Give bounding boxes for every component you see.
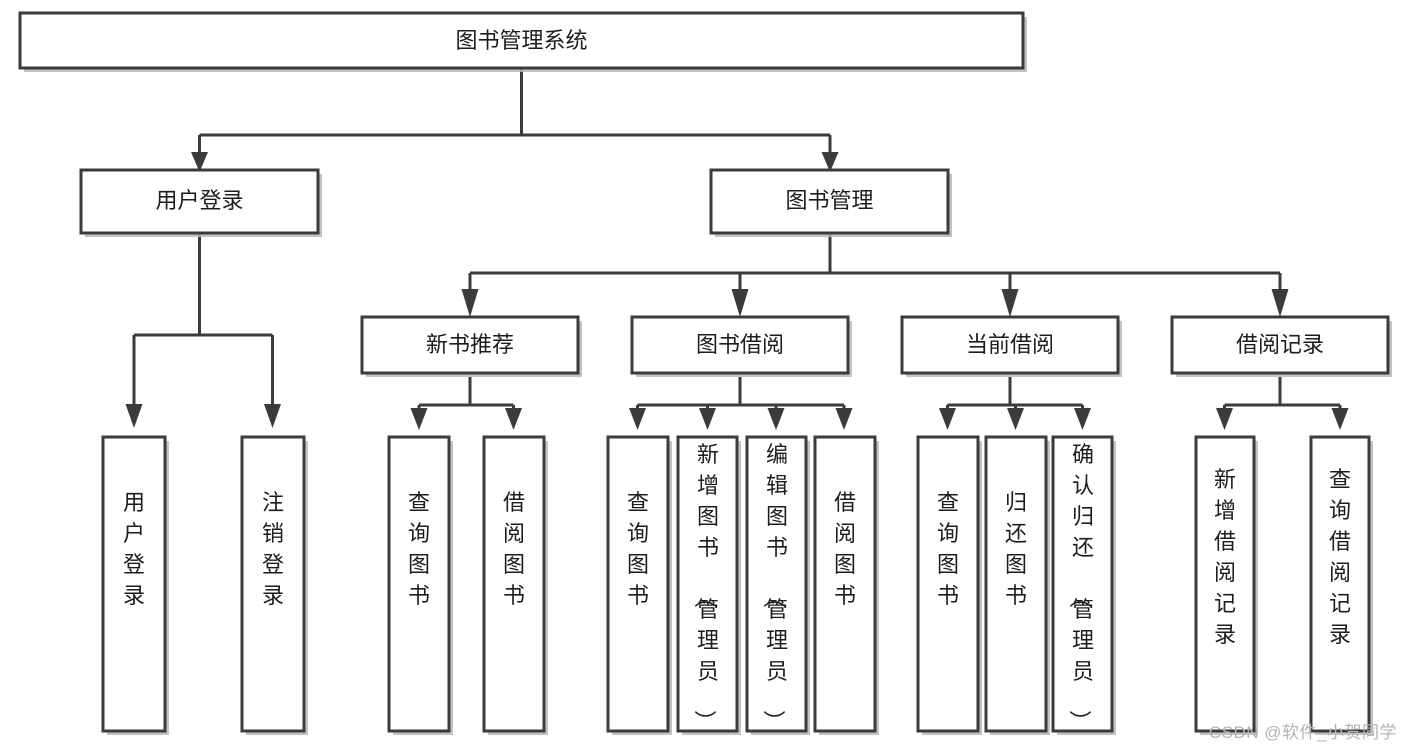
node-leaf-user-login[interactable]: 用户登录: [101, 435, 169, 735]
node-leaf-add-book[interactable]: 新增图书（管理员）: [676, 435, 741, 735]
arrow-to-leaf-query-book-1: [410, 408, 428, 430]
leaf-query-book-1-box[interactable]: [387, 435, 451, 733]
node-leaf-query-book-1[interactable]: 查询图书: [387, 435, 453, 735]
leaf-edit-book-box[interactable]: [745, 435, 808, 733]
leaf-query-record-box[interactable]: [1309, 435, 1371, 733]
user-login-label: 用户登录: [155, 188, 243, 213]
leaf-query-book-2-box[interactable]: [606, 435, 670, 733]
user-login-box[interactable]: [79, 168, 320, 235]
borrow-record-box[interactable]: [1170, 315, 1390, 375]
arrow-to-leaf-query-book-3: [939, 408, 956, 430]
root-box[interactable]: [18, 11, 1025, 70]
node-new-book-recommend[interactable]: 新书推荐: [360, 315, 582, 377]
leaf-confirm-return-label: 确认归还（管理员）: [1067, 442, 1094, 732]
current-borrow-box[interactable]: [900, 315, 1120, 375]
leaf-confirm-return-box[interactable]: [1051, 435, 1114, 733]
connector-layer: [125, 69, 1349, 430]
leaf-query-record-label: 查询借阅记录: [1329, 467, 1351, 647]
arrow-to-book-management: [821, 152, 839, 172]
leaf-edit-book-label: 编辑图书（管理员）: [761, 442, 788, 732]
arrow-to-leaf-return-book: [1007, 408, 1024, 430]
leaf-logout-login-label: 注销登录: [262, 490, 284, 608]
leaf-query-book-2-label: 查询图书: [627, 490, 649, 608]
node-leaf-query-book-2[interactable]: 查询图书: [606, 435, 672, 735]
leaf-user-login-box[interactable]: [101, 435, 167, 733]
book-management-label: 图书管理: [785, 188, 873, 213]
node-leaf-borrow-book-1[interactable]: 借阅图书: [482, 435, 548, 735]
arrow-to-leaf-add-record: [1216, 408, 1233, 430]
node-leaf-logout-login[interactable]: 注销登录: [240, 435, 308, 735]
arrow-to-leaf-query-record: [1331, 408, 1349, 430]
arrow-to-leaf-logout-login: [264, 404, 281, 428]
node-leaf-edit-book[interactable]: 编辑图书（管理员）: [745, 435, 810, 735]
node-current-borrow[interactable]: 当前借阅: [900, 315, 1122, 377]
node-leaf-query-book-3[interactable]: 查询图书: [916, 435, 982, 735]
leaf-borrow-book-2-box[interactable]: [813, 435, 877, 733]
node-root[interactable]: 图书管理系统: [18, 11, 1027, 72]
arrow-to-leaf-edit-book: [767, 408, 785, 430]
leaf-add-book-label: 新增图书（管理员）: [692, 442, 719, 732]
arrow-to-leaf-confirm-return: [1074, 408, 1091, 430]
leaf-logout-login-box[interactable]: [240, 435, 306, 733]
new-book-recommend-label: 新书推荐: [426, 332, 514, 357]
node-book-management[interactable]: 图书管理: [709, 168, 952, 237]
book-borrow-label: 图书借阅: [696, 332, 784, 357]
leaf-return-book-box[interactable]: [984, 435, 1048, 733]
book-management-box[interactable]: [709, 168, 950, 235]
current-borrow-label: 当前借阅: [966, 332, 1054, 357]
arrow-to-leaf-add-book: [699, 408, 716, 430]
leaf-add-record-box[interactable]: [1194, 435, 1256, 733]
leaf-return-book-label: 归还图书: [1005, 490, 1027, 608]
leaf-add-book-box[interactable]: [676, 435, 739, 733]
node-book-borrow[interactable]: 图书借阅: [630, 315, 852, 377]
arrow-to-user-login: [191, 152, 208, 172]
root-label: 图书管理系统: [455, 28, 587, 53]
leaf-borrow-book-1-label: 借阅图书: [503, 490, 525, 608]
leaf-add-record-label: 新增借阅记录: [1214, 467, 1236, 647]
leaf-query-book-3-box[interactable]: [916, 435, 980, 733]
leaf-query-book-3-label: 查询图书: [937, 490, 959, 608]
leaf-query-book-1-label: 查询图书: [408, 490, 430, 608]
node-leaf-add-record[interactable]: 新增借阅记录: [1194, 435, 1258, 735]
arrow-to-leaf-borrow-book-2: [835, 408, 853, 430]
arrow-to-leaf-borrow-book-1: [505, 408, 522, 430]
arrow-to-new-book-recommend: [461, 289, 479, 317]
leaf-user-login-label: 用户登录: [123, 490, 145, 608]
node-leaf-return-book[interactable]: 归还图书: [984, 435, 1050, 735]
book-borrow-box[interactable]: [630, 315, 850, 375]
node-leaf-confirm-return[interactable]: 确认归还（管理员）: [1051, 435, 1116, 735]
leaf-borrow-book-2-label: 借阅图书: [834, 490, 856, 608]
arrow-to-current-borrow: [1001, 289, 1019, 317]
leaf-borrow-book-1-box[interactable]: [482, 435, 546, 733]
borrow-record-label: 借阅记录: [1236, 332, 1324, 357]
arrow-to-leaf-query-book-2: [629, 408, 646, 430]
new-book-recommend-box[interactable]: [360, 315, 580, 375]
node-borrow-record[interactable]: 借阅记录: [1170, 315, 1392, 377]
node-user-login[interactable]: 用户登录: [79, 168, 322, 237]
arrow-to-book-borrow: [731, 289, 749, 317]
node-leaf-borrow-book-2[interactable]: 借阅图书: [813, 435, 879, 735]
node-leaf-query-record[interactable]: 查询借阅记录: [1309, 435, 1373, 735]
arrow-to-borrow-record: [1271, 289, 1289, 317]
arrow-to-leaf-user-login: [125, 404, 143, 428]
